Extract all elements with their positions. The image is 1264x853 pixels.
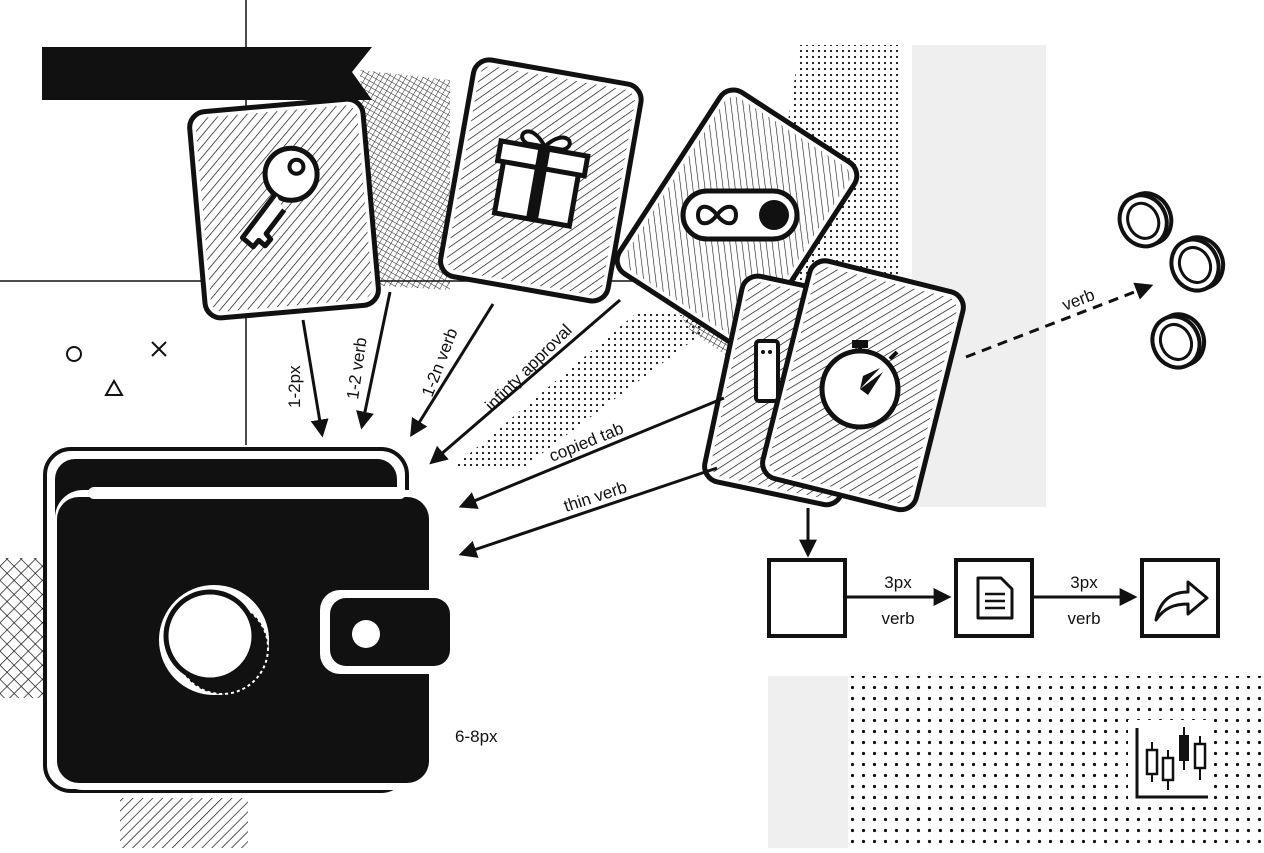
- grey-panel-bottom: [768, 676, 848, 848]
- arrow-layer: [301, 282, 1154, 606]
- black-banner: [42, 47, 372, 100]
- arrow-tab-to-wallet: [458, 396, 725, 509]
- wallet-icon: [43, 447, 462, 793]
- arrow-key-to-wallet: [301, 319, 329, 438]
- flow-chain: [767, 558, 1220, 638]
- hatch-bottom: [120, 798, 248, 848]
- coin-stack-icon: [1117, 191, 1226, 370]
- dot-beam: [450, 310, 720, 470]
- share-arrow-icon: [1154, 580, 1209, 622]
- arrow-toggle-to-wallet: [429, 298, 621, 465]
- label-flow-bottom-2: verb: [1067, 609, 1100, 628]
- label-gift-arrow: 1-2 verb: [343, 336, 370, 400]
- stopwatch-icon: [819, 340, 901, 430]
- label-wallet-stroke: 6-8px: [455, 727, 498, 746]
- label-flow-top-2: 3px: [1070, 573, 1098, 592]
- label-coins-arrow: verb: [1060, 285, 1098, 315]
- label-flow-top-1: 3px: [884, 573, 912, 592]
- document-icon: [976, 576, 1014, 620]
- browser-tab-icon: [754, 339, 780, 403]
- triangle-shape-icon: [104, 378, 124, 396]
- crosshatch-shadow: [360, 70, 450, 290]
- arrow-gift-to-wallet: [356, 291, 392, 430]
- card-key: [187, 96, 381, 321]
- circle-shape-icon: [66, 346, 82, 362]
- arrow-gift2-to-wallet: [410, 303, 495, 438]
- label-key-arrow: 1-2px: [285, 365, 304, 408]
- cross-shape-icon: [151, 341, 167, 357]
- arrow-thin-to-wallet: [458, 466, 718, 558]
- label-flow-bottom-1: verb: [881, 609, 914, 628]
- key-icon: [239, 145, 320, 250]
- card-gift: [438, 57, 644, 304]
- infinity-toggle-icon: [680, 188, 800, 242]
- crosshatch-left: [0, 558, 46, 698]
- candlestick-chart-icon: [1128, 720, 1212, 804]
- gift-icon: [491, 129, 591, 229]
- flow-box-empty: [767, 558, 847, 638]
